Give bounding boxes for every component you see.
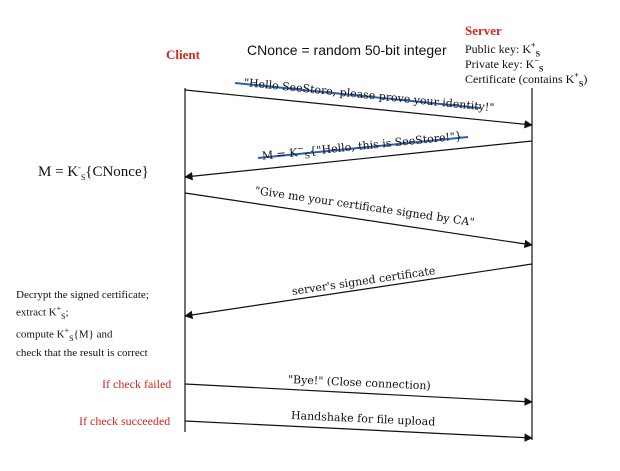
server-public-key: Public key: K+S [465, 38, 540, 61]
certificate-sup: + [574, 71, 579, 80]
arrow-bye [184, 383, 533, 406]
decrypt-step-2-end: ; [65, 306, 69, 319]
public-key-text: Public key: K [465, 42, 531, 56]
server-certificate: Certificate (contains K+S) [465, 68, 587, 91]
strike-signed-hello [257, 136, 469, 159]
cnonce-label: CNonce = random 50-bit integer [247, 42, 447, 58]
decrypt-step-3-text: compute K [16, 328, 65, 341]
arrow-signed-hello [184, 140, 533, 181]
decrypt-step-3: compute K+S{M} and [16, 324, 149, 346]
certificate-sub: S [578, 79, 584, 89]
decrypt-step-3-end: {M} and [73, 328, 113, 341]
server-label: Server [465, 23, 502, 38]
m-def-text: M = K [38, 164, 79, 180]
decrypt-step-2-sup: + [56, 304, 62, 313]
decrypt-step-3-sup: + [64, 325, 70, 335]
if-failed-label: If check failed [102, 377, 172, 391]
decrypt-step-2-text: extract K [16, 306, 57, 319]
decrypt-step-4: check that the result is correct [16, 346, 148, 359]
public-key-sup: + [531, 41, 536, 50]
server-private-key: Private key: K−S [465, 53, 543, 76]
decrypt-steps: Decrypt the signed certificate; extract … [16, 288, 149, 360]
m-def-sup: - [78, 163, 81, 172]
decrypt-step-3-sub: S [69, 333, 74, 343]
arrow-give-certificate [184, 192, 533, 249]
arrow-hello [184, 89, 533, 129]
message-signed-hello-text: M = K [261, 146, 299, 163]
public-key-sub: S [535, 49, 541, 59]
m-definition: M = K-S{CNonce} [38, 163, 149, 182]
private-key-sup: − [534, 56, 539, 65]
if-succeeded-label: If check succeeded [79, 414, 171, 428]
certificate-end: ) [583, 72, 588, 86]
decrypt-step-2-sub: S [61, 311, 66, 321]
certificate-text: Certificate (contains K [465, 72, 575, 86]
private-key-text: Private key: K [465, 57, 535, 71]
m-def-rest: {CNonce} [85, 164, 149, 180]
client-label: Client [166, 47, 200, 62]
arrow-handshake [184, 420, 533, 442]
strike-hello [234, 82, 481, 109]
arrow-server-certificate [184, 263, 533, 320]
decrypt-step-2: extract K+S; [16, 302, 149, 324]
m-def-sub: S [80, 173, 86, 182]
private-key-sub: S [538, 64, 544, 74]
decrypt-step-1: Decrypt the signed certificate; [16, 289, 149, 301]
